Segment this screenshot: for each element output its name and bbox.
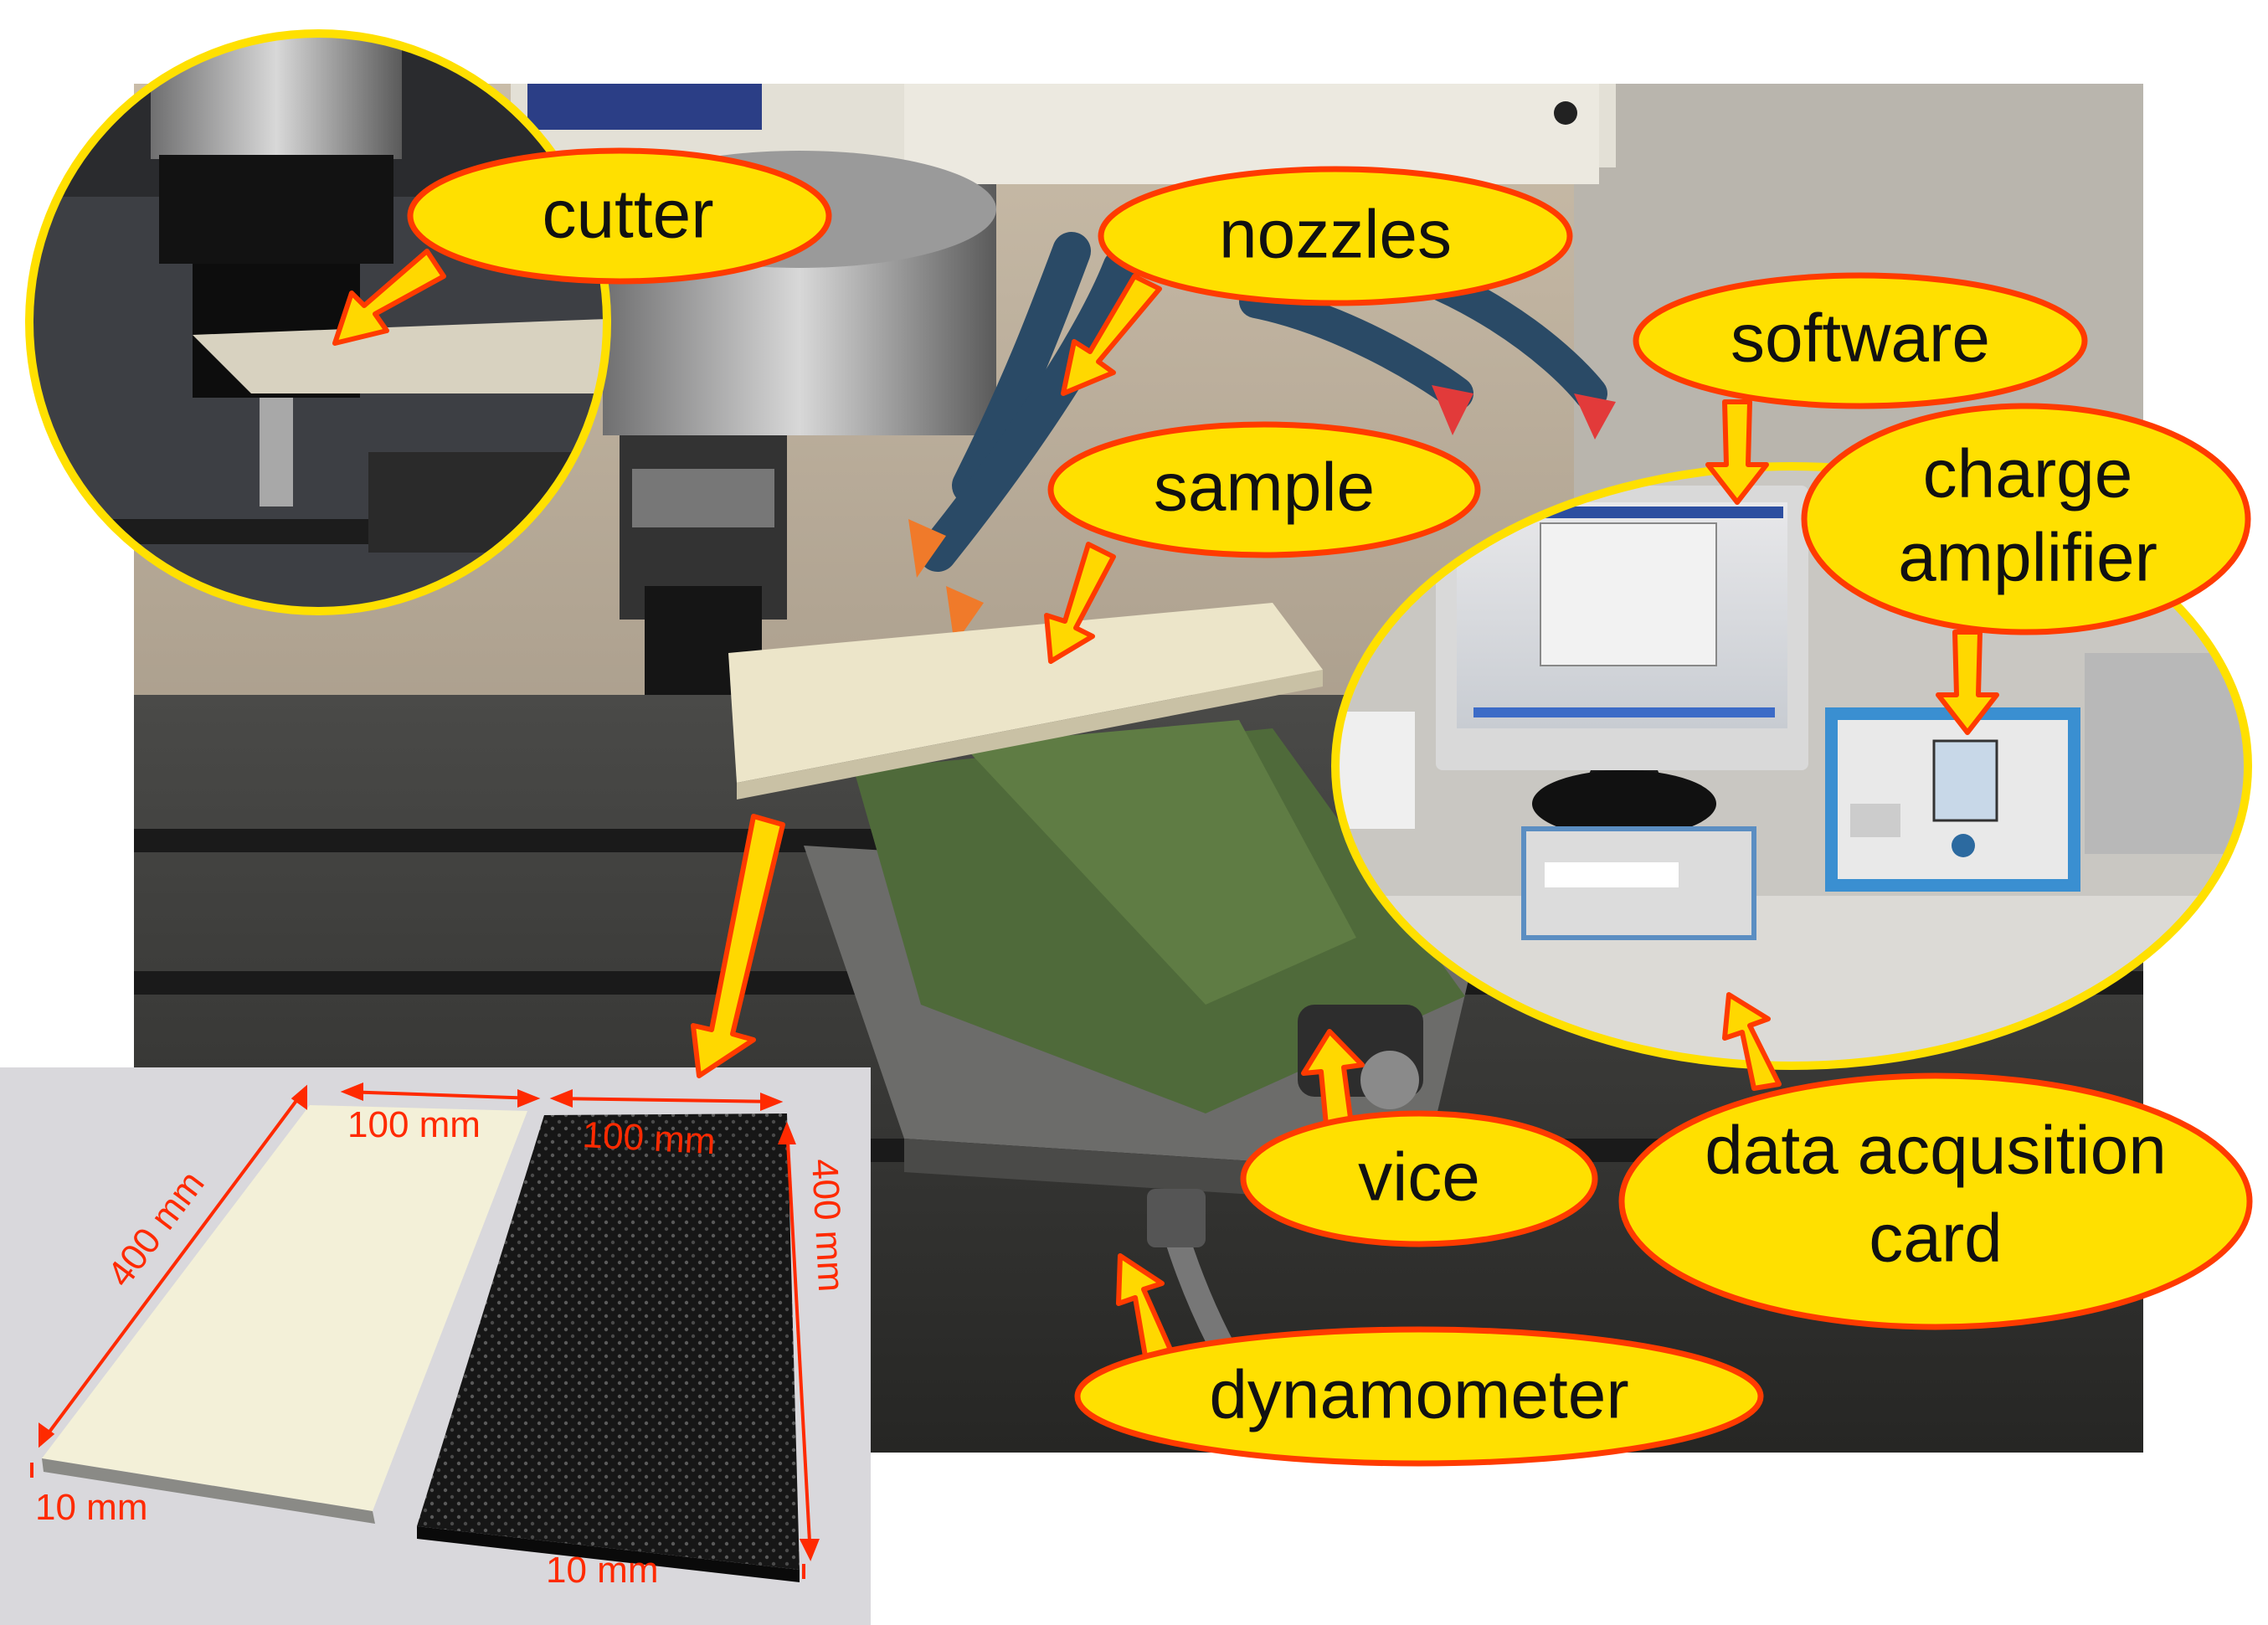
arrow-software: [1705, 399, 1769, 505]
callout-bubbles: cutter nozzles software sample charge am…: [407, 147, 2253, 1467]
label-sample: sample: [1047, 421, 1481, 558]
thickness-label-left: 10 mm: [35, 1487, 147, 1528]
label-charge-text-1: charge: [1923, 436, 2133, 512]
right-inset-border: [1331, 462, 2252, 1070]
label-dynamometer: dynamometer: [1074, 1326, 1764, 1467]
label-daq-text-2: card: [1869, 1201, 2003, 1277]
arrow-nozzles: [1061, 274, 1162, 396]
label-daq-text-1: data acqusition: [1705, 1113, 2167, 1189]
left-inset-border: [25, 29, 611, 615]
label-vice-text: vice: [1358, 1139, 1480, 1216]
arrow-sample-to-inset: [691, 814, 785, 1078]
callout-arrows: [332, 249, 1999, 1359]
width-label-right: 100 mm: [581, 1114, 716, 1162]
label-cutter: cutter: [407, 147, 832, 285]
arrow-dynamometer: [1116, 1253, 1173, 1359]
length-label-right: 400 mm: [804, 1158, 851, 1293]
arrow-charge-amplifier: [1936, 630, 1999, 735]
dimension-lines: [30, 1082, 820, 1579]
arrow-daq: [1722, 992, 1782, 1091]
label-software: software: [1633, 272, 2088, 409]
label-software-text: software: [1731, 301, 1990, 377]
arrow-sample: [1044, 542, 1116, 664]
label-cutter-text: cutter: [542, 177, 713, 253]
thickness-label-right: 10 mm: [546, 1550, 658, 1591]
cutter-closeup-inset: [25, 29, 611, 615]
label-nozzles: nozzles: [1098, 166, 1573, 306]
label-sample-text: sample: [1154, 450, 1375, 526]
samples-inset: 400 mm 100 mm 100 mm 400 mm 10 mm 10 mm: [0, 1067, 871, 1625]
arrow-cutter: [332, 249, 446, 346]
label-dynamometer-text: dynamometer: [1209, 1357, 1628, 1433]
label-vice: vice: [1240, 1110, 1598, 1247]
label-nozzles-text: nozzles: [1219, 197, 1452, 273]
width-label-left: 100 mm: [347, 1104, 481, 1145]
label-charge-text-2: amplifier: [1898, 520, 2157, 596]
label-charge-amplifier: charge amplifier: [1801, 403, 2251, 635]
label-data-acquisition-card: data acqusition card: [1618, 1072, 2253, 1330]
daq-equipment-inset: [1331, 462, 2252, 1070]
